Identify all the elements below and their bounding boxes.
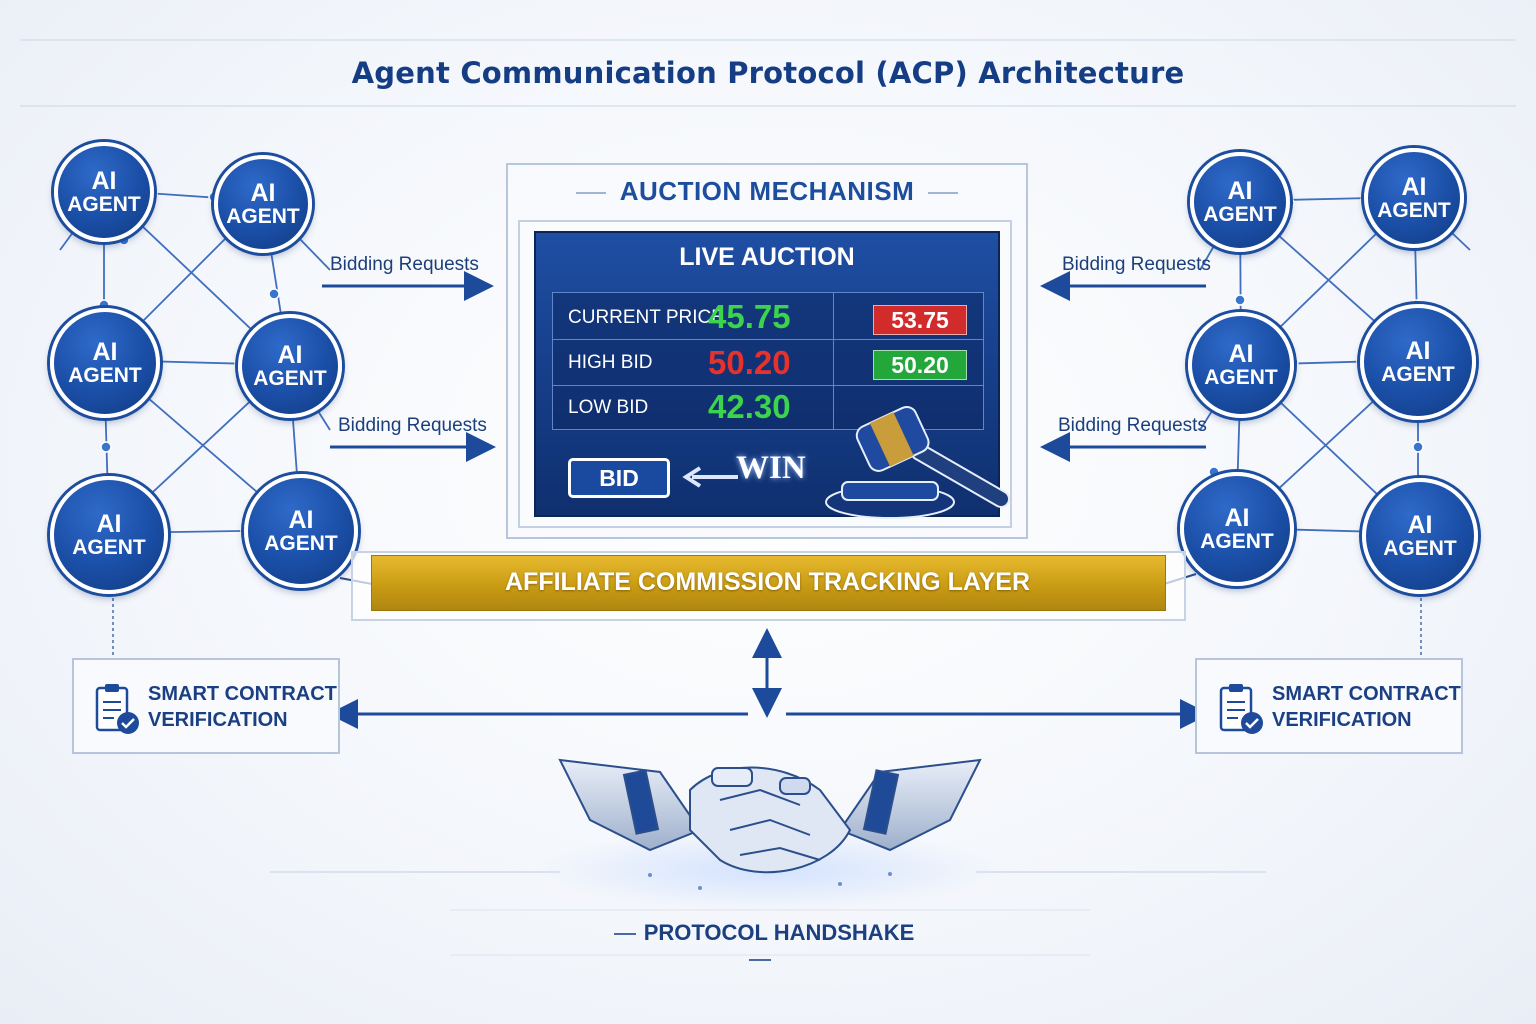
handshake-illustration [538,758,998,910]
low-bid-value: 42.30 [708,388,791,425]
agent-label-line1: AI [91,166,117,195]
current-price-badge: 53.75 [873,305,967,335]
agent-label-line1: AI [96,509,122,538]
agent-label-line1: AI [1401,172,1427,201]
high-bid-value: 50.20 [708,344,791,381]
agent-label-line1: AI [277,340,303,369]
commission-layer-label: AFFILIATE COMMISSION TRACKING LAYER [505,568,1030,596]
smart-contract-line1: SMART CONTRACT [1272,683,1461,705]
agent-label-line2: AGENT [226,205,300,229]
win-arrow-icon [682,466,738,488]
clipboard-check-icon [95,684,139,734]
current-price-value: 45.75 [708,298,791,335]
smart-contract-line2: VERIFICATION [1272,709,1412,731]
protocol-handshake-label: PROTOCOL HANDSHAKE [600,920,920,972]
agent-label-line1: AI [92,337,118,366]
bidding-requests-label-right-bottom: Bidding Requests [1058,415,1207,436]
agent-label-line2: AGENT [1377,199,1451,223]
smart-contract-line2: VERIFICATION [148,709,288,731]
agent-label-line2: AGENT [264,532,338,556]
agent-label-line1: AI [1405,336,1431,365]
auction-mechanism-title: AUCTION MECHANISM [506,176,1028,207]
agent-label-line1: AI [288,505,314,534]
smart-contract-label-right: SMART CONTRACT VERIFICATION [1272,681,1461,733]
agent-label-line2: AGENT [72,536,146,560]
agent-label-line1: AI [250,178,276,207]
agent-label-line2: AGENT [1200,530,1274,554]
smart-contract-line1: SMART CONTRACT [148,683,337,705]
bidding-requests-label-right-top: Bidding Requests [1062,254,1211,275]
bidding-requests-label-left-top: Bidding Requests [330,254,479,275]
live-auction-title: LIVE AUCTION [679,243,855,271]
agent-label-line2: AGENT [253,367,327,391]
low-bid-label: LOW BID [568,397,649,418]
clipboard-check-icon [1219,684,1263,734]
win-label: WIN [736,450,806,486]
agent-label-line1: AI [1407,510,1433,539]
agent-label-line2: AGENT [68,364,142,388]
agent-label-line2: AGENT [1383,537,1457,561]
agent-label-line2: AGENT [1204,366,1278,390]
agent-label-line2: AGENT [1203,203,1277,227]
agent-label-line2: AGENT [67,193,141,217]
commission-layer-bar [371,555,1166,611]
agent-label-line1: AI [1228,339,1254,368]
high-bid-label: HIGH BID [568,352,653,373]
current-price-label: CURRENT PRICE [568,307,724,328]
bid-button[interactable]: BID [568,458,670,498]
high-bid-badge: 50.20 [873,350,967,380]
agent-label-line1: AI [1227,176,1253,205]
bidding-requests-label-left-bottom: Bidding Requests [338,415,487,436]
agent-label-line2: AGENT [1381,363,1455,387]
page-title: Agent Communication Protocol (ACP) Archi… [351,56,1185,90]
agent-label-line1: AI [1224,503,1250,532]
gavel-icon [825,405,1011,519]
smart-contract-label-left: SMART CONTRACT VERIFICATION [148,681,337,733]
